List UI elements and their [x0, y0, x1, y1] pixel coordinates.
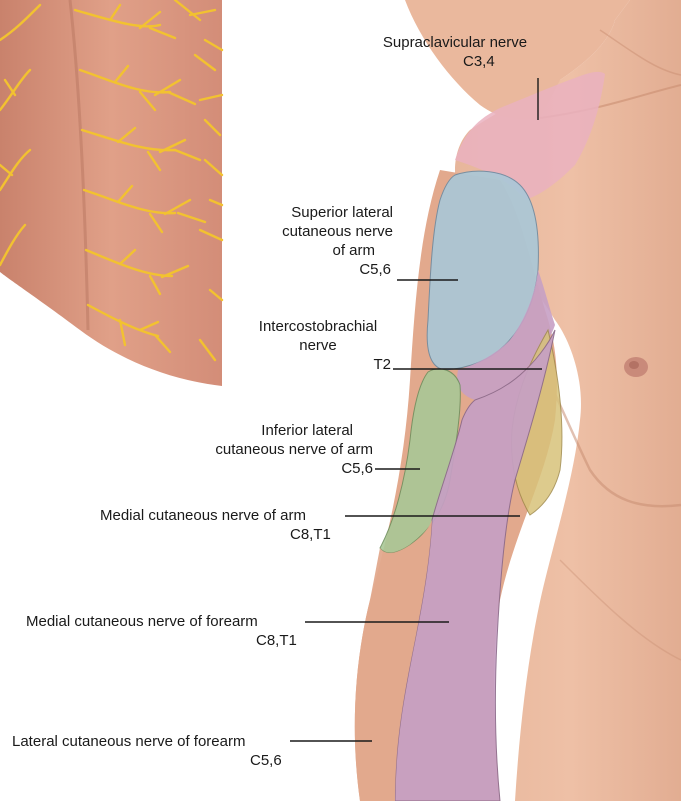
- inferior-lateral-line2: cutaneous nerve of arm: [180, 440, 373, 459]
- intercostobrachial-roots: T2: [243, 355, 393, 374]
- medial-arm-name: Medial cutaneous nerve of arm: [100, 506, 345, 525]
- medial-arm-roots: C8,T1: [100, 525, 345, 544]
- supraclavicular-label: Supraclavicular nerve C3,4: [365, 33, 545, 71]
- intercostobrachial-label: Intercostobrachial nerve T2: [243, 317, 393, 374]
- intercostobrachial-line2: nerve: [243, 336, 393, 355]
- superior-lateral-roots: C5,6: [250, 260, 393, 279]
- lateral-forearm-label: Lateral cutaneous nerve of forearm C5,6: [12, 732, 292, 770]
- medial-forearm-name: Medial cutaneous nerve of forearm: [26, 612, 306, 631]
- superior-lateral-line2: cutaneous nerve: [250, 222, 393, 241]
- lateral-forearm-roots: C5,6: [12, 751, 292, 770]
- inferior-lateral-roots: C5,6: [180, 459, 373, 478]
- inferior-lateral-line1: Inferior lateral: [180, 421, 373, 440]
- medial-forearm-roots: C8,T1: [26, 631, 306, 650]
- superior-lateral-label: Superior lateral cutaneous nerve of arm …: [250, 203, 393, 279]
- superior-lateral-line3: of arm: [250, 241, 393, 260]
- intercostobrachial-line1: Intercostobrachial: [243, 317, 393, 336]
- medial-forearm-label: Medial cutaneous nerve of forearm C8,T1: [26, 612, 306, 650]
- medial-arm-label: Medial cutaneous nerve of arm C8,T1: [100, 506, 345, 544]
- lateral-forearm-name: Lateral cutaneous nerve of forearm: [12, 732, 292, 751]
- inferior-lateral-label: Inferior lateral cutaneous nerve of arm …: [180, 421, 373, 478]
- back-inset-image: [0, 0, 222, 386]
- superior-lateral-line1: Superior lateral: [250, 203, 393, 222]
- supraclavicular-roots: C3,4: [365, 52, 545, 71]
- supraclavicular-name: Supraclavicular nerve: [365, 33, 545, 52]
